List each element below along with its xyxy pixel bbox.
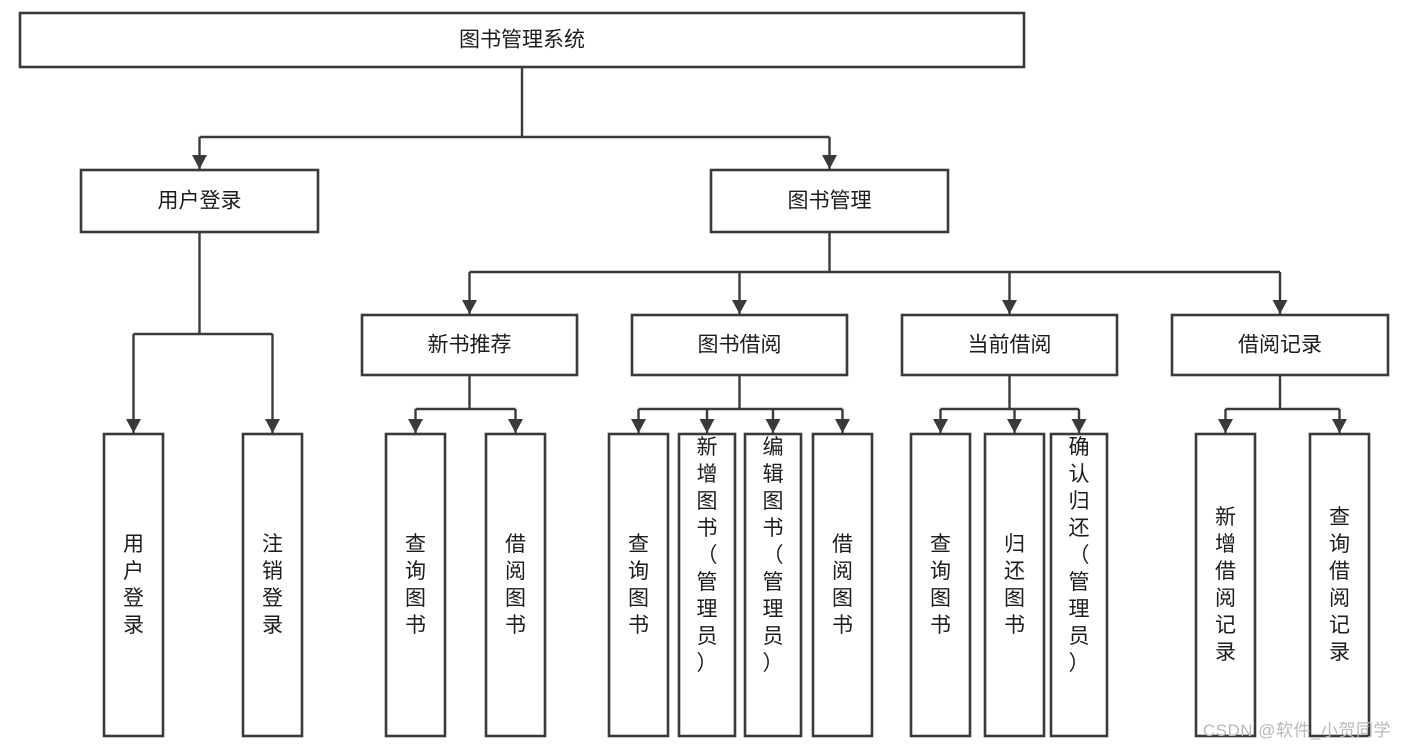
node-leaf-query-book-cur[interactable]: 查询图书: [909, 432, 972, 738]
connector-arrowhead: [265, 419, 280, 433]
node-box-book-borrow[interactable]: [630, 313, 849, 377]
connector-arrowhead: [1071, 419, 1087, 433]
node-label-leaf-query-book-rec: 查询图书: [405, 533, 426, 637]
node-box-borrow-record[interactable]: [1170, 313, 1390, 377]
node-label-leaf-borrow-book-rec: 借阅图书: [505, 533, 526, 637]
node-label-borrow-record: 借阅记录: [1238, 334, 1322, 357]
connector-arrowhead: [835, 419, 850, 433]
connector-arrowhead: [126, 419, 141, 433]
node-label-book-manage: 图书管理: [788, 190, 872, 213]
node-box-user-login[interactable]: [79, 168, 320, 234]
node-label-leaf-user-login: 用户登录: [123, 533, 144, 637]
node-box-root[interactable]: [18, 11, 1026, 69]
node-leaf-query-book-borrow[interactable]: 查询图书: [607, 432, 670, 738]
node-user-login[interactable]: 用户登录: [79, 168, 320, 234]
node-label-book-borrow: 图书借阅: [698, 334, 782, 357]
node-label-leaf-return-book: 归还图书: [1004, 533, 1025, 637]
node-leaf-borrow-book[interactable]: 借阅图书: [811, 432, 874, 738]
node-book-manage[interactable]: 图书管理: [709, 168, 950, 234]
node-box-leaf-query-record[interactable]: [1308, 432, 1371, 738]
node-box-leaf-add-record[interactable]: [1194, 432, 1257, 738]
node-box-leaf-confirm-return[interactable]: [1049, 432, 1109, 738]
connector-arrowhead: [462, 300, 477, 314]
node-label-leaf-edit-book: 编辑图书（管理员）: [763, 436, 784, 675]
node-label-leaf-add-record: 新增借阅记录: [1215, 506, 1236, 664]
node-root[interactable]: 图书管理系统: [18, 11, 1026, 69]
connector-arrowhead: [408, 419, 423, 433]
connector-arrowhead: [1002, 300, 1017, 314]
node-box-leaf-add-book[interactable]: [677, 432, 737, 738]
node-box-leaf-logout[interactable]: [241, 432, 304, 738]
node-leaf-edit-book[interactable]: 编辑图书（管理员）: [743, 432, 803, 738]
node-label-leaf-borrow-book: 借阅图书: [832, 533, 853, 637]
node-label-root: 图书管理系统: [459, 29, 585, 52]
node-borrow-record[interactable]: 借阅记录: [1170, 313, 1390, 377]
watermark-text: CSDN @软件_小贺同学: [1202, 721, 1391, 740]
connector-arrowhead: [1218, 419, 1233, 433]
node-box-leaf-user-login[interactable]: [102, 432, 165, 738]
node-label-leaf-query-book-borrow: 查询图书: [628, 533, 649, 637]
connector-arrowhead: [822, 155, 837, 169]
node-label-leaf-query-record: 查询借阅记录: [1329, 506, 1350, 664]
node-box-leaf-query-book-rec[interactable]: [384, 432, 447, 738]
node-label-leaf-confirm-return: 确认归还（管理员）: [1069, 436, 1090, 675]
node-label-new-book-rec: 新书推荐: [428, 334, 512, 357]
node-leaf-user-login[interactable]: 用户登录: [102, 432, 165, 738]
connector-arrowhead: [732, 300, 747, 314]
node-leaf-logout[interactable]: 注销登录: [241, 432, 304, 738]
node-box-leaf-borrow-book[interactable]: [811, 432, 874, 738]
connector-arrowhead: [192, 155, 207, 169]
connectors-layer: [126, 67, 1347, 433]
connector-arrowhead: [765, 419, 781, 433]
node-box-book-manage[interactable]: [709, 168, 950, 234]
node-new-book-rec[interactable]: 新书推荐: [360, 313, 579, 377]
node-leaf-confirm-return[interactable]: 确认归还（管理员）: [1049, 432, 1109, 738]
node-label-leaf-logout: 注销登录: [262, 533, 283, 637]
connector-arrowhead: [1332, 419, 1347, 433]
node-box-leaf-query-book-cur[interactable]: [909, 432, 972, 738]
node-book-borrow[interactable]: 图书借阅: [630, 313, 849, 377]
node-leaf-add-book[interactable]: 新增图书（管理员）: [677, 432, 737, 738]
connector-arrowhead: [1007, 419, 1022, 433]
connector-arrowhead: [508, 419, 523, 433]
node-leaf-add-record[interactable]: 新增借阅记录: [1194, 432, 1257, 738]
connector-arrowhead: [699, 419, 715, 433]
node-leaf-borrow-book-rec[interactable]: 借阅图书: [484, 432, 547, 738]
connector-arrowhead: [933, 419, 948, 433]
node-label-user-login: 用户登录: [158, 190, 242, 213]
node-current-borrow[interactable]: 当前借阅: [900, 313, 1119, 377]
node-box-leaf-edit-book[interactable]: [743, 432, 803, 738]
node-label-leaf-add-book: 新增图书（管理员）: [697, 436, 718, 675]
node-box-leaf-borrow-book-rec[interactable]: [484, 432, 547, 738]
connector-arrowhead: [1272, 300, 1288, 314]
node-box-new-book-rec[interactable]: [360, 313, 579, 377]
node-label-current-borrow: 当前借阅: [968, 334, 1052, 357]
node-box-leaf-query-book-borrow[interactable]: [607, 432, 670, 738]
node-leaf-query-book-rec[interactable]: 查询图书: [384, 432, 447, 738]
node-box-leaf-return-book[interactable]: [983, 432, 1046, 738]
node-leaf-query-record[interactable]: 查询借阅记录: [1308, 432, 1371, 738]
nodes-layer: 图书管理系统用户登录图书管理新书推荐图书借阅当前借阅借阅记录用户登录注销登录查询…: [18, 11, 1390, 738]
connector-arrowhead: [631, 419, 646, 433]
node-leaf-return-book[interactable]: 归还图书: [983, 432, 1046, 738]
node-label-leaf-query-book-cur: 查询图书: [930, 533, 951, 637]
node-box-current-borrow[interactable]: [900, 313, 1119, 377]
